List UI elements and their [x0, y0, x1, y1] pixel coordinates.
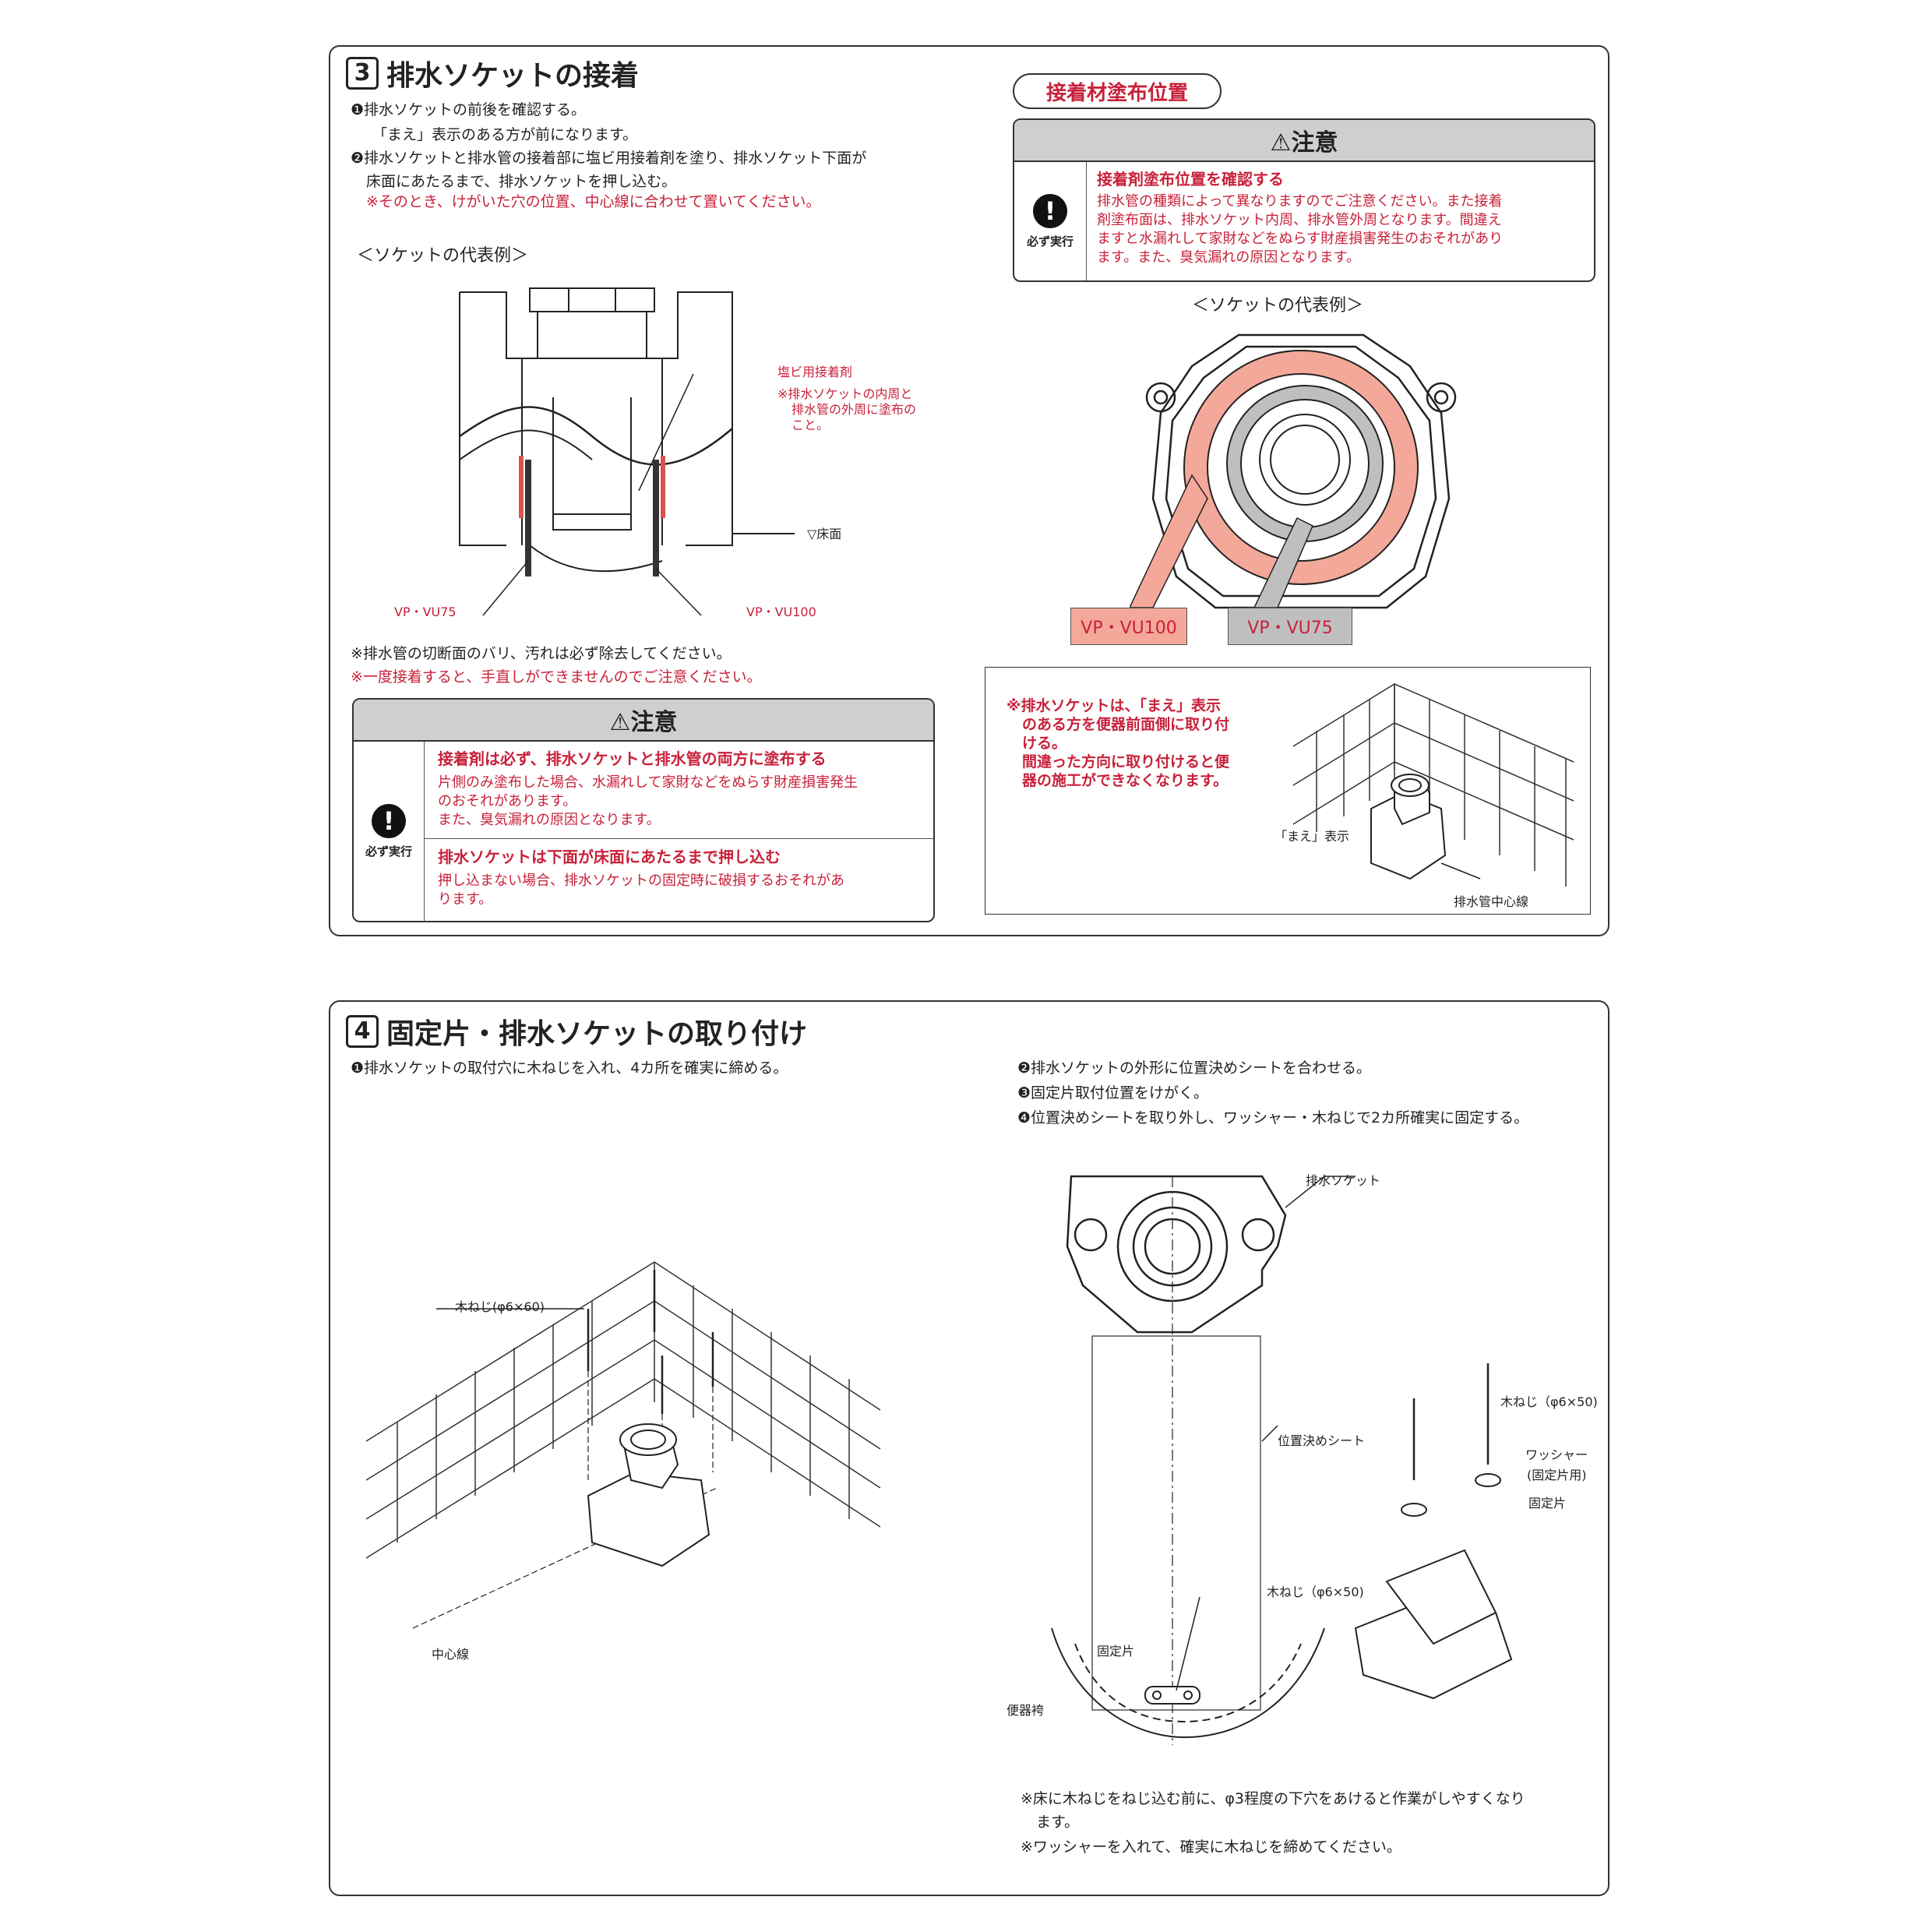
vp75-box: VP・VU75 [1228, 608, 1352, 645]
caution-box-adhesive: ⚠注意 ! 必ず実行 接着剤は必ず、排水ソケットと排水管の両方に塗布する 片側の… [352, 698, 935, 922]
pilot-hole-note: ※床に木ねじをねじ込む前に、φ3程度の下穴をあけると作業がしやすくなり [1021, 1790, 1525, 1807]
section-4-panel [329, 1000, 1609, 1896]
caution-box-position: ⚠注意 ! 必ず実行 接着剤塗布位置を確認する 排水管の種類によって異なりますの… [1013, 118, 1595, 282]
section-4-number: 4 [346, 1015, 379, 1048]
exclamation-icon: ! [372, 803, 406, 838]
screw-60-label: 木ねじ(φ6×60) [455, 1299, 545, 1314]
socket-example-heading: ＜ソケットの代表例＞ [357, 246, 529, 266]
caution-item-2-title: 排水ソケットは下面が床面にあたるまで押し込む [438, 848, 781, 866]
socket-top-view-diagram [1130, 333, 1457, 609]
screw-50-label-a: 木ねじ（φ6×50) [1500, 1394, 1598, 1409]
must-do-column: ! 必ず実行 [354, 742, 425, 921]
step-4-2: ❷排水ソケットの外形に位置決めシートを合わせる。 [1017, 1059, 1372, 1077]
burr-note: ※排水管の切断面のバリ、汚れは必ず除去してください。 [351, 645, 732, 662]
step-4-4: ❹位置決めシートを取り外し、ワッシャー・木ねじで2カ所確実に固定する。 [1017, 1109, 1529, 1126]
caution-position-title: 接着剤塗布位置を確認する [1097, 170, 1284, 189]
caution-item-1-text-2: のおそれがあります。 [438, 793, 577, 809]
must-do-label: 必ず実行 [365, 844, 412, 858]
caution-item-1-text-1: 片側のみ塗布した場合、水漏れして家財などをぬらす財産損害発生 [438, 774, 858, 791]
caution-item-1-title: 接着剤は必ず、排水ソケットと排水管の両方に塗布する [438, 749, 827, 768]
washer-note: ※ワッシャーを入れて、確実に木ねじを締めてください。 [1021, 1839, 1401, 1856]
exclamation-icon-right: ! [1033, 193, 1067, 228]
orientation-note-4: 間違った方向に取り付けると便 [1022, 753, 1230, 770]
washer-sub-label: (固定片用) [1527, 1468, 1587, 1482]
section-3-title-text: 排水ソケットの接着 [386, 60, 640, 92]
adhesive-note-1: ※排水ソケットの内周と [777, 386, 913, 401]
adhesive-note-3: こと。 [791, 418, 830, 432]
pilot-hole-note-2: ます。 [1036, 1814, 1080, 1831]
caution-item-1-text-3: また、臭気漏れの原因となります。 [438, 812, 661, 828]
center-line-label: 中心線 [432, 1647, 470, 1662]
fixing-piece-label-a: 固定片 [1528, 1496, 1567, 1511]
washer-label: ワッシャー [1525, 1447, 1588, 1462]
fixing-piece-label-b: 固定片 [1097, 1644, 1135, 1659]
adhesive-label: 塩ビ用接着剤 [777, 365, 853, 379]
sheet-label: 位置決めシート [1278, 1433, 1366, 1448]
socket-label: 排水ソケット [1306, 1173, 1381, 1188]
section-4-title-text: 固定片・排水ソケットの取り付け [386, 1018, 808, 1050]
mae-label: 「まえ」表示 [1274, 829, 1350, 844]
caution-position-text-4: ます。また、臭気漏れの原因となります。 [1097, 249, 1360, 266]
caution-item-2-text-2: ります。 [438, 891, 493, 908]
drain-center-label: 排水管中心線 [1454, 894, 1529, 909]
section-4-title: 4 固定片・排水ソケットの取り付け [346, 1011, 807, 1052]
must-do-column-right: ! 必ず実行 [1014, 162, 1087, 280]
section-3-number: 3 [346, 57, 379, 90]
adhesive-note-2: 排水管の外周に塗布の [791, 402, 917, 417]
orientation-note-3: ける。 [1022, 735, 1067, 752]
caution-title: ⚠注意 [354, 700, 933, 742]
floor-label: ▽床面 [807, 527, 842, 541]
orientation-note-box [985, 667, 1591, 915]
step-2-note: ※そのとき、けがいた穴の位置、中心線に合わせて置いてください。 [366, 193, 821, 210]
step-4-1: ❶排水ソケットの取付穴に木ねじを入れ、4カ所を確実に締める。 [351, 1059, 788, 1077]
adhesive-position-pill: 接着材塗布位置 [1013, 73, 1222, 109]
vp100-label: VP・VU100 [746, 605, 816, 619]
positioning-sheet-diagram [1051, 1175, 1513, 1745]
caution-item-2-text-1: 押し込まない場合、排水ソケットの固定時に破損するおそれがあ [438, 873, 844, 889]
orientation-note-1: ※排水ソケットは、「まえ」表示 [1007, 697, 1221, 714]
vp75-label: VP・VU75 [394, 605, 457, 619]
vp100-box: VP・VU100 [1070, 608, 1187, 645]
orientation-note-2: のある方を便器前面側に取り付 [1022, 716, 1230, 733]
section-3-title: 3 排水ソケットの接着 [346, 53, 639, 93]
caution-position-text-1: 排水管の種類によって異なりますのでご注意ください。また接着 [1097, 193, 1503, 210]
socket-example-heading-right: ＜ソケットの代表例＞ [1192, 296, 1364, 316]
screw-50-label-b: 木ねじ（φ6×50) [1267, 1585, 1364, 1599]
caution-title-right: ⚠注意 [1014, 120, 1594, 162]
wall-tile-socket-diagram [1292, 683, 1574, 887]
orientation-note-5: 器の施工ができなくなります。 [1022, 772, 1229, 789]
step-1: ❶排水ソケットの前後を確認する。 [351, 101, 587, 118]
step-2-sub: 床面にあたるまで、排水ソケットを押し込む。 [366, 173, 677, 190]
step-2: ❷排水ソケットと排水管の接着部に塩ビ用接着剤を塗り、排水ソケット下面が [351, 150, 867, 167]
caution-position-text-3: ますと水漏れして家財などをぬらす財産損害発生のおそれがあり [1097, 231, 1504, 247]
socket-screw-install-diagram [366, 1261, 881, 1629]
step-1-sub: 「まえ」表示のある方が前になります。 [372, 126, 638, 143]
socket-cross-section-diagram [459, 287, 795, 616]
must-do-label-right: 必ず実行 [1026, 234, 1074, 249]
once-bonded-note: ※一度接着すると、手直しができませんのでご注意ください。 [351, 668, 762, 686]
caution-position-text-2: 剤塗布面は、排水ソケット内周、排水管外周となります。間違え [1097, 212, 1502, 228]
toilet-base-label: 便器袴 [1007, 1703, 1045, 1718]
step-4-3: ❸固定片取付位置をけがく。 [1017, 1084, 1209, 1102]
